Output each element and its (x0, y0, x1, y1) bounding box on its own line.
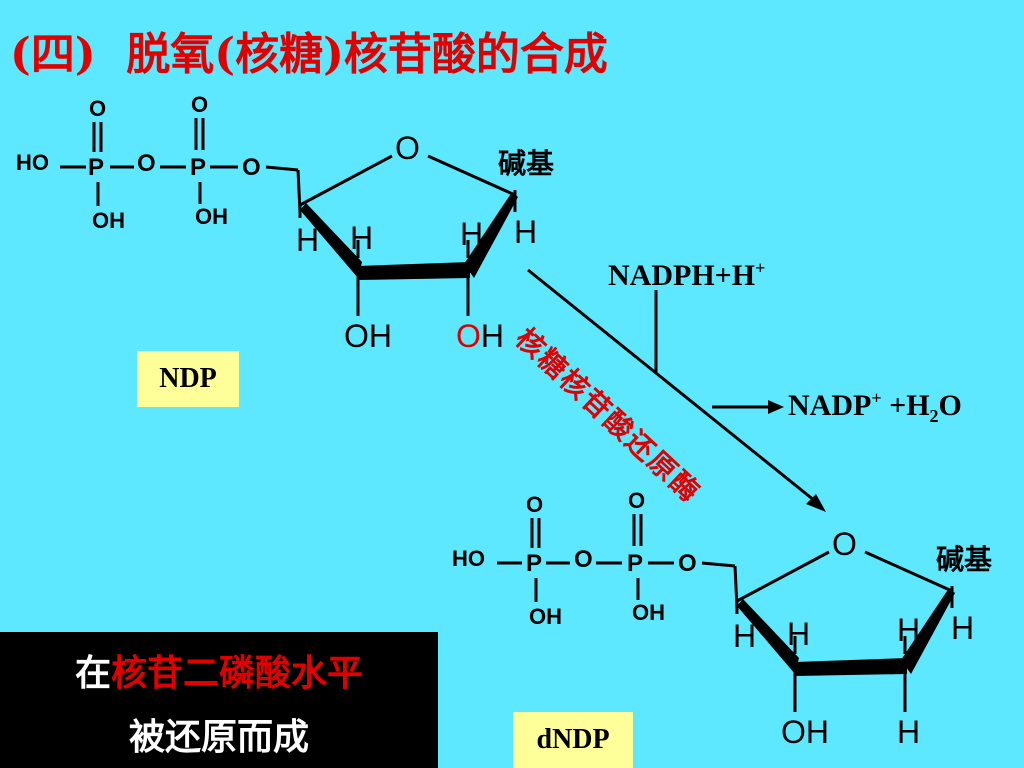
dndp-oh1-label: OH (529, 604, 562, 629)
ndp-ring-oxygen: O (395, 130, 420, 166)
dndp-o-link-label: O (678, 550, 697, 577)
cofactor-in-label: NADPH+H+ (608, 258, 765, 293)
dndp-h-c2: H (897, 612, 921, 648)
summary-line-2: 被还原而成 (128, 716, 309, 758)
ndp-bond-o-ch2 (265, 165, 299, 172)
cofactor-out-text: NADP (788, 389, 872, 422)
title-main: 脱氧(核糖)核苷酸的合成 (126, 29, 608, 80)
dndp-c3-oh: OH (781, 714, 829, 750)
ndp-base-label: 碱基 (498, 147, 555, 180)
ndp-p1-label: P (88, 154, 105, 181)
cofactor-in-sup: + (755, 258, 766, 278)
cofactor-out-sup: + (871, 388, 882, 408)
summary-box: 在核苷二磷酸水平 被还原而成 (0, 632, 438, 768)
ndp-wedge-bottom (358, 262, 470, 280)
reaction-arrowhead (806, 494, 826, 512)
dndp-h-c3: H (787, 616, 811, 652)
ndp-wedge-left (300, 203, 362, 278)
water-o: O (938, 389, 962, 422)
dndp-bond-o-ch2 (701, 561, 736, 568)
ndp-h-c2: H (460, 216, 484, 252)
dndp-ring-c4-o (736, 550, 830, 603)
water-h: +H (881, 389, 930, 422)
ndp-label-box: NDP (137, 351, 239, 407)
ndp-c2-oh: OH (456, 318, 504, 355)
ndp-h-c1: H (514, 214, 538, 250)
cofactor-out-label: NADP+ +H2O (788, 388, 962, 427)
dndp-p1-label: P (526, 550, 543, 577)
ndp-h-c3: H (350, 220, 374, 256)
dndp-p2-label: P (627, 550, 644, 577)
dndp-wedge-right (901, 588, 955, 674)
ndp-ho-label: HO (16, 150, 49, 175)
dndp-h-c1: H (951, 610, 975, 646)
ndp-o-link-label: O (242, 154, 261, 181)
water-sub: 2 (929, 406, 939, 426)
ndp-o-bridge-label: O (137, 150, 156, 177)
dndp-ring-o-c1 (864, 550, 953, 593)
dndp-o-top1-label: O (526, 492, 544, 517)
dndp-ho-label: HO (452, 546, 485, 571)
dndp-wedge-left (737, 599, 799, 674)
dndp-c2-h: H (897, 714, 921, 750)
dndp-o-bridge-label: O (574, 546, 593, 573)
ndp-oh1-label: OH (92, 208, 125, 233)
ndp-o-top2-label: O (191, 92, 209, 117)
dndp-base-label: 碱基 (936, 543, 993, 576)
dndp-oh2-label: OH (632, 600, 665, 625)
ndp-ring-o-c1 (427, 154, 516, 197)
reaction-arrow-line (527, 268, 821, 507)
cofactor-out-arrowhead (768, 400, 784, 414)
summary-line-1-pre: 在 (74, 652, 111, 694)
title-prefix: (四) (10, 29, 96, 80)
dndp-h-c4: H (733, 618, 757, 654)
ndp-c2-oh-h: H (480, 318, 504, 354)
dndp-wedge-bottom (795, 658, 907, 676)
ndp-oh2-label: OH (195, 204, 228, 229)
summary-line-1: 在核苷二磷酸水平 (0, 644, 438, 696)
ndp-c2-oh-o: O (456, 318, 481, 354)
cofactor-in-text: NADPH+H (608, 259, 756, 292)
dndp-label-box: dNDP (513, 712, 633, 768)
dndp-ring-oxygen: O (832, 526, 857, 562)
dndp-o-top2-label: O (628, 488, 646, 513)
page-title: (四) 脱氧(核糖)核苷酸的合成 (10, 18, 608, 82)
ndp-c3-oh: OH (344, 318, 392, 354)
ndp-h-c4: H (296, 222, 320, 258)
ndp-ring-c4-o (299, 154, 393, 207)
ndp-p2-label: P (190, 154, 207, 181)
summary-line-1-highlight: 核苷二磷酸水平 (111, 652, 364, 694)
ndp-o-top1-label: O (89, 96, 107, 121)
ndp-wedge-right (464, 192, 518, 278)
